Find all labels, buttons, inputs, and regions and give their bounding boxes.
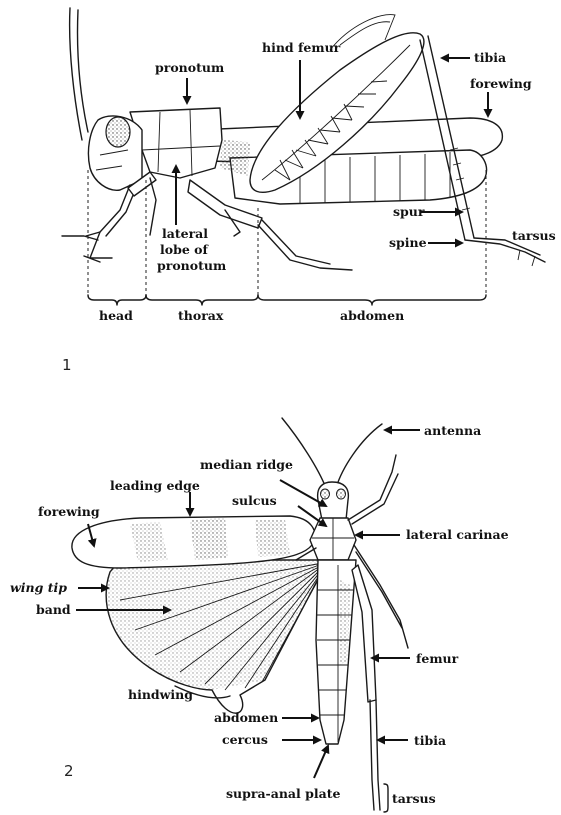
label-forewing-1: forewing (470, 76, 532, 91)
label-femur: femur (416, 651, 459, 666)
antenna-drawing (70, 8, 82, 140)
label-abdomen-2: abdomen (214, 710, 278, 725)
label-band: band (36, 602, 71, 617)
region-label-abdomen: abdomen (340, 308, 404, 323)
label-lateral-carinae: lateral carinae (406, 527, 509, 542)
label-tarsus-1: tarsus (512, 228, 556, 243)
label-leading-edge: leading edge (110, 478, 200, 493)
label-forewing-2: forewing (38, 504, 100, 519)
label-cercus: cercus (222, 732, 268, 747)
region-label-head: head (99, 308, 133, 323)
label-hindwing: hindwing (128, 687, 193, 702)
label-lateral-lobe-line1: lateral (162, 226, 208, 241)
label-spine: spine (389, 235, 427, 250)
abdomen-top-drawing (316, 560, 356, 744)
head-top-drawing (318, 482, 349, 520)
figure-number-2: 2 (64, 762, 74, 780)
label-tibia: tibia (474, 50, 506, 65)
label-pronotum: pronotum (155, 60, 224, 75)
label-hind-femur: hind femur (262, 40, 341, 55)
label-tibia-2: tibia (414, 733, 446, 748)
label-lateral-lobe-line2: lobe of (160, 242, 209, 257)
label-median-ridge: median ridge (200, 457, 293, 472)
figure-2-top-view: antenna median ridge leading edge sulcus… (10, 418, 509, 812)
label-tarsus-2: tarsus (392, 791, 436, 806)
label-antenna: antenna (424, 423, 481, 438)
label-spur: spur (393, 204, 425, 219)
label-wing-tip: wing tip (10, 580, 67, 595)
figure-number-1: 1 (62, 356, 72, 374)
figure-1-side-view: pronotum hind femur tibia forewing later… (62, 8, 556, 374)
label-sulcus: sulcus (232, 493, 277, 508)
label-lateral-lobe-line3: pronotum (157, 258, 226, 273)
label-supra-anal-plate: supra-anal plate (226, 786, 340, 801)
region-label-thorax: thorax (178, 308, 224, 323)
